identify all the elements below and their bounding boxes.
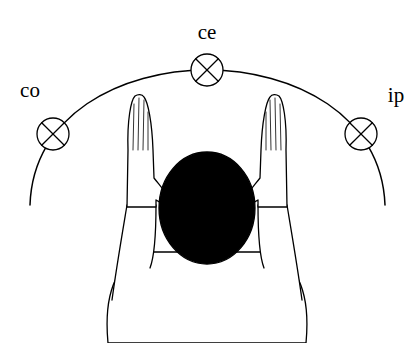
position-label: ce [198, 22, 217, 43]
left-fingers [133, 98, 148, 150]
left-forearm [112, 205, 156, 300]
right-fingers [266, 98, 281, 150]
marker-co [37, 118, 69, 150]
position-label: co [20, 80, 40, 101]
marker-ip [345, 118, 377, 150]
right-forearm [258, 205, 302, 300]
position-label: ip [388, 85, 404, 106]
head [159, 152, 255, 264]
marker-ce [191, 54, 223, 86]
